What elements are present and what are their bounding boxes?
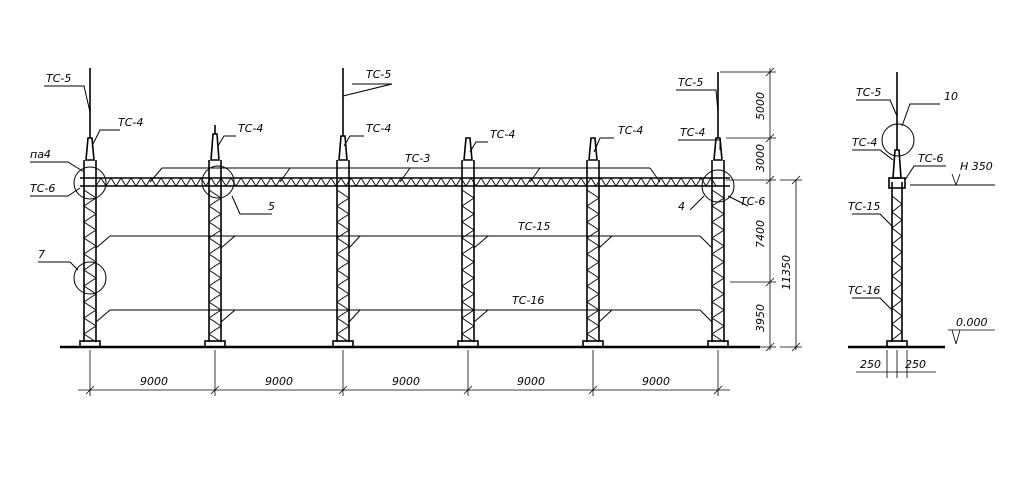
- label-tc6-right: ТС-6: [740, 195, 765, 208]
- horizontal-dimensions: [78, 350, 730, 396]
- column-6: [707, 72, 729, 348]
- side-label-tc6: ТС-6: [918, 152, 943, 165]
- label-pa4: па4: [30, 148, 51, 161]
- dim-span-2: 9000: [265, 375, 293, 388]
- top-truss: [80, 177, 730, 187]
- column-4: [457, 137, 479, 348]
- label-4: 4: [678, 200, 685, 213]
- dim-span-1: 9000: [140, 375, 168, 388]
- side-label-10: 10: [944, 90, 958, 103]
- side-elev-top: Н 350: [960, 160, 993, 173]
- dim-11350: 11350: [780, 255, 793, 290]
- labels: ТС-5 ТС-4 ТС-4 ТС-5 ТС-4 ТС-4 ТС-4 ТС-5 …: [30, 68, 993, 388]
- side-dim-250-left: 250: [860, 358, 881, 371]
- dim-3950: 3950: [754, 304, 767, 332]
- dim-7400: 7400: [754, 220, 767, 248]
- leader-lines: [30, 83, 749, 323]
- label-5: 5: [268, 200, 275, 213]
- side-label-tc16: ТС-16: [848, 284, 880, 297]
- label-tc6-left: ТС-6: [30, 182, 55, 195]
- column-1: [79, 68, 101, 348]
- side-dim-250-right: 250: [905, 358, 926, 371]
- side-label-tc5: ТС-5: [856, 86, 881, 99]
- label-tc4-col1: ТС-4: [118, 116, 143, 129]
- label-tc16: ТС-16: [512, 294, 544, 307]
- side-label-tc15: ТС-15: [848, 200, 880, 213]
- dim-span-4: 9000: [517, 375, 545, 388]
- column-3: [332, 68, 354, 348]
- label-tc15: ТС-15: [518, 220, 550, 233]
- dim-span-5: 9000: [642, 375, 670, 388]
- label-tc4-col6: ТС-4: [680, 126, 705, 139]
- side-label-tc4: ТС-4: [852, 136, 877, 149]
- detail-circles: [73, 123, 915, 295]
- dim-5000: 5000: [754, 92, 767, 120]
- label-tc5-col6: ТС-5: [678, 76, 703, 89]
- side-elevation: [848, 72, 995, 378]
- column-2: [204, 125, 226, 348]
- columns: [79, 68, 729, 348]
- dim-3000: 3000: [754, 144, 767, 172]
- label-tc5-col1: ТС-5: [46, 72, 71, 85]
- label-tc4-col5: ТС-4: [618, 124, 643, 137]
- side-elev-zero: 0.000: [956, 316, 988, 329]
- vertical-dimensions: [720, 67, 802, 352]
- label-tc3: ТС-3: [405, 152, 430, 165]
- label-tc4-col3: ТС-4: [366, 122, 391, 135]
- dim-span-3: 9000: [392, 375, 420, 388]
- label-tc4-col4: ТС-4: [490, 128, 515, 141]
- column-5: [582, 137, 604, 348]
- label-tc5-col3: ТС-5: [366, 68, 391, 81]
- label-tc4-col2: ТС-4: [238, 122, 263, 135]
- label-7: 7: [38, 248, 45, 261]
